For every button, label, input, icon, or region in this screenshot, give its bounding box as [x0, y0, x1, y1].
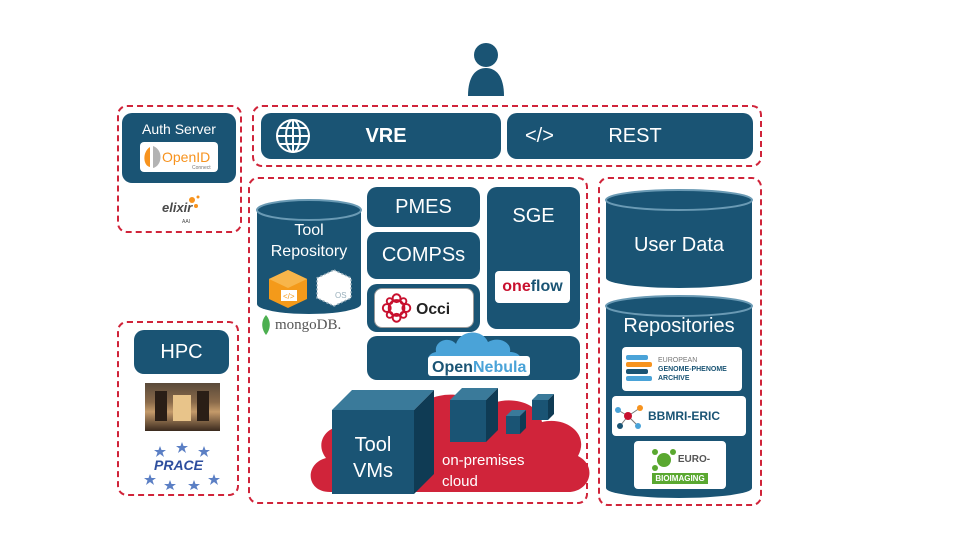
- tool-repository-label: Tool Repository: [253, 220, 365, 262]
- compss-label: COMPSs: [381, 244, 466, 266]
- ega-line1: EUROPEAN: [658, 356, 698, 364]
- user-data-cylinder: [605, 189, 753, 288]
- occi-box: Occi: [367, 284, 480, 332]
- euro-line2: BIOIMAGING: [652, 472, 708, 484]
- occi-logo: Occi: [373, 288, 474, 328]
- opennebula-cloud-icon: Open Nebula: [427, 332, 530, 376]
- bbmri-logo: BBMRI-ERIC: [612, 396, 746, 436]
- elixir-logo: elixir AAI: [162, 195, 200, 225]
- prace-text: PRACE: [154, 457, 204, 473]
- tool-repo-line2: Repository: [270, 243, 348, 260]
- rest-button[interactable]: </> REST: [507, 113, 753, 159]
- hpc-box: HPC: [134, 330, 229, 374]
- vre-button[interactable]: VRE: [261, 113, 501, 159]
- rest-label: REST: [608, 124, 662, 147]
- bbmri-network-icon: [615, 405, 643, 429]
- openid-sub: Connect: [192, 165, 211, 171]
- ega-logo: EUROPEAN GENOME-PHENOME ARCHIVE: [622, 347, 742, 391]
- vm-cubes-icon: [332, 388, 554, 494]
- onprem-line2: cloud: [442, 473, 478, 490]
- opennebula-text-a: Open: [432, 359, 473, 376]
- data-group: [598, 177, 762, 506]
- svg-text:OS: OS: [335, 291, 347, 300]
- eurobioimaging-logo: EURO- BIOIMAGING: [634, 441, 726, 489]
- code-icon: </>: [525, 125, 554, 147]
- ega-mark-icon: [626, 355, 652, 381]
- auth-server-title: Auth Server: [142, 121, 216, 137]
- onpremises-label: on-premises cloud: [442, 450, 525, 492]
- repositories-label: Repositories: [623, 315, 735, 337]
- elixir-sub: AAI: [182, 219, 190, 225]
- sge-box: SGE: [487, 187, 580, 329]
- pmes-box: PMES: [367, 187, 480, 227]
- bbmri-text: BBMRI-ERIC: [648, 409, 720, 423]
- tool-vms-label: Tool VMs: [332, 432, 414, 484]
- ega-line2: GENOME-PHENOME: [658, 365, 727, 373]
- auth-server-group: [117, 105, 242, 233]
- eurobioimaging-mark-icon: [651, 448, 676, 471]
- prace-logo: PRACE: [144, 442, 220, 490]
- hpc-photo: [145, 383, 220, 431]
- svg-text:</>: </>: [283, 292, 295, 301]
- tool-repo-line1: Tool: [294, 222, 324, 239]
- hpc-group: [117, 321, 239, 496]
- package-code-icon: </>: [269, 270, 307, 308]
- tool-vms-line1: Tool: [354, 434, 392, 456]
- mongodb-text: mongoDB.: [275, 316, 342, 333]
- mongodb-logo: mongoDB.: [260, 314, 341, 336]
- occi-text: Occi: [416, 301, 450, 318]
- oneflow-text-b: flow: [530, 278, 563, 295]
- user-data-label: User Data: [633, 234, 725, 256]
- openid-logo: OpenID Connect: [140, 142, 218, 172]
- onprem-line1: on-premises: [442, 452, 525, 469]
- openid-text: OpenID: [162, 149, 210, 165]
- os-package-icon: OS: [316, 269, 352, 307]
- globe-icon: [276, 119, 310, 153]
- tool-vms-line2: VMs: [353, 460, 393, 482]
- elixir-text: elixir: [162, 200, 193, 215]
- hpc-title: HPC: [160, 340, 203, 363]
- auth-server-box: Auth Server OpenID Connect: [122, 113, 236, 183]
- ega-line3: ARCHIVE: [658, 374, 690, 382]
- pmes-label: PMES: [395, 195, 452, 218]
- opennebula-text-b: Nebula: [473, 359, 526, 376]
- user-icon: [468, 43, 504, 96]
- vre-label: VRE: [365, 124, 407, 147]
- cloud-stack-group: [248, 177, 588, 504]
- mongodb-leaf-icon: [262, 315, 270, 335]
- euro-line1: EURO-: [677, 454, 711, 465]
- oneflow-text-a: one: [502, 278, 531, 295]
- compss-box: COMPSs: [367, 232, 480, 279]
- sge-label: SGE: [512, 205, 555, 227]
- interface-group: [252, 105, 762, 167]
